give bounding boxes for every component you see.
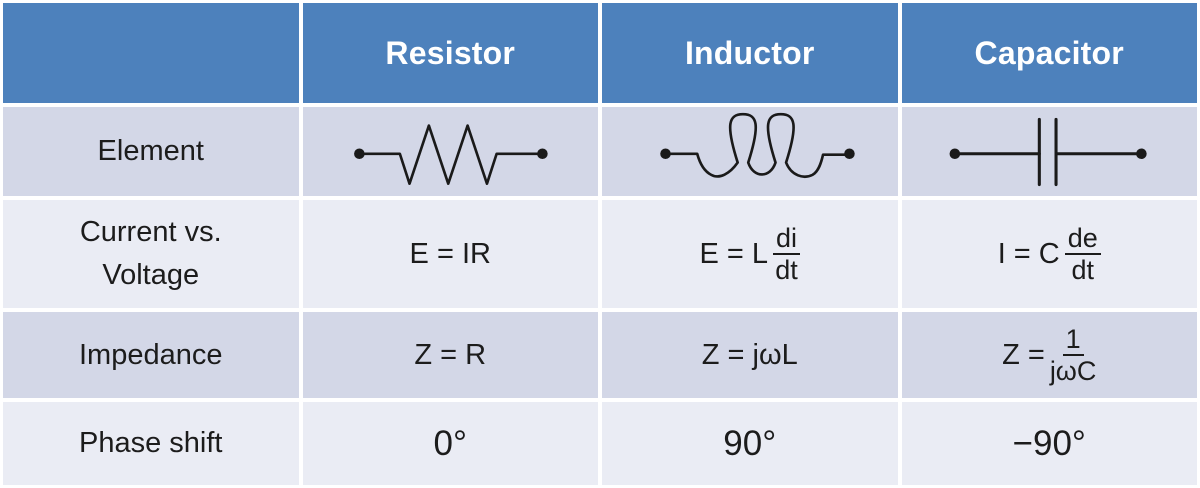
formula-inductor-impedance: Z = jωL (701, 338, 798, 371)
header-capacitor: Capacitor (901, 3, 1197, 103)
cell-cv-resistor: E = IR (302, 200, 598, 308)
fraction-denominator: jωC (1049, 356, 1097, 386)
formula-lead: Z = (1002, 338, 1045, 371)
cell-element-inductor (602, 107, 898, 196)
resistor-symbol (354, 123, 548, 185)
cell-cv-capacitor: I = C de dt (901, 200, 1197, 308)
formula-inductor-cv: E = L di dt (699, 223, 801, 285)
cell-cv-inductor: E = L di dt (602, 200, 898, 308)
header-corner-cell (3, 3, 299, 103)
formula-lead: E = L (699, 237, 768, 270)
cell-phase-resistor: 0° (302, 402, 598, 485)
fraction: 1 jωC (1050, 324, 1097, 386)
fraction-numerator: de (1064, 223, 1101, 255)
formula-resistor-cv: E = IR (409, 237, 491, 270)
row-label-line1: Current vs. (79, 215, 222, 248)
cell-impedance-inductor: Z = jωL (602, 312, 898, 398)
cell-impedance-capacitor: Z = 1 jωC (901, 312, 1197, 398)
fraction: de dt (1064, 223, 1101, 285)
formula-capacitor-impedance: Z = 1 jωC (1002, 324, 1096, 386)
fraction: di dt (773, 223, 801, 285)
cell-phase-capacitor: −90° (901, 402, 1197, 485)
fraction-denominator: dt (1071, 255, 1095, 285)
row-label-element: Element (3, 107, 299, 196)
header-inductor: Inductor (602, 3, 898, 103)
formula-lead: I = C (997, 237, 1060, 270)
row-label-impedance: Impedance (3, 312, 299, 398)
fraction-numerator: di (773, 223, 801, 255)
cell-element-capacitor (901, 107, 1197, 196)
cell-impedance-resistor: Z = R (302, 312, 598, 398)
cell-element-resistor (302, 107, 598, 196)
row-label-phase-shift: Phase shift (3, 402, 299, 485)
inductor-symbol (659, 112, 855, 178)
fraction-denominator: dt (775, 255, 798, 285)
row-label-line2: Voltage (102, 259, 200, 291)
header-resistor: Resistor (302, 3, 598, 103)
row-label-current-voltage: Current vs. Voltage (3, 200, 299, 308)
cell-phase-inductor: 90° (602, 402, 898, 485)
capacitor-symbol (949, 117, 1147, 186)
formula-resistor-impedance: Z = R (414, 338, 487, 371)
formula-capacitor-cv: I = C de dt (998, 223, 1101, 285)
fraction-numerator: 1 (1062, 324, 1084, 356)
